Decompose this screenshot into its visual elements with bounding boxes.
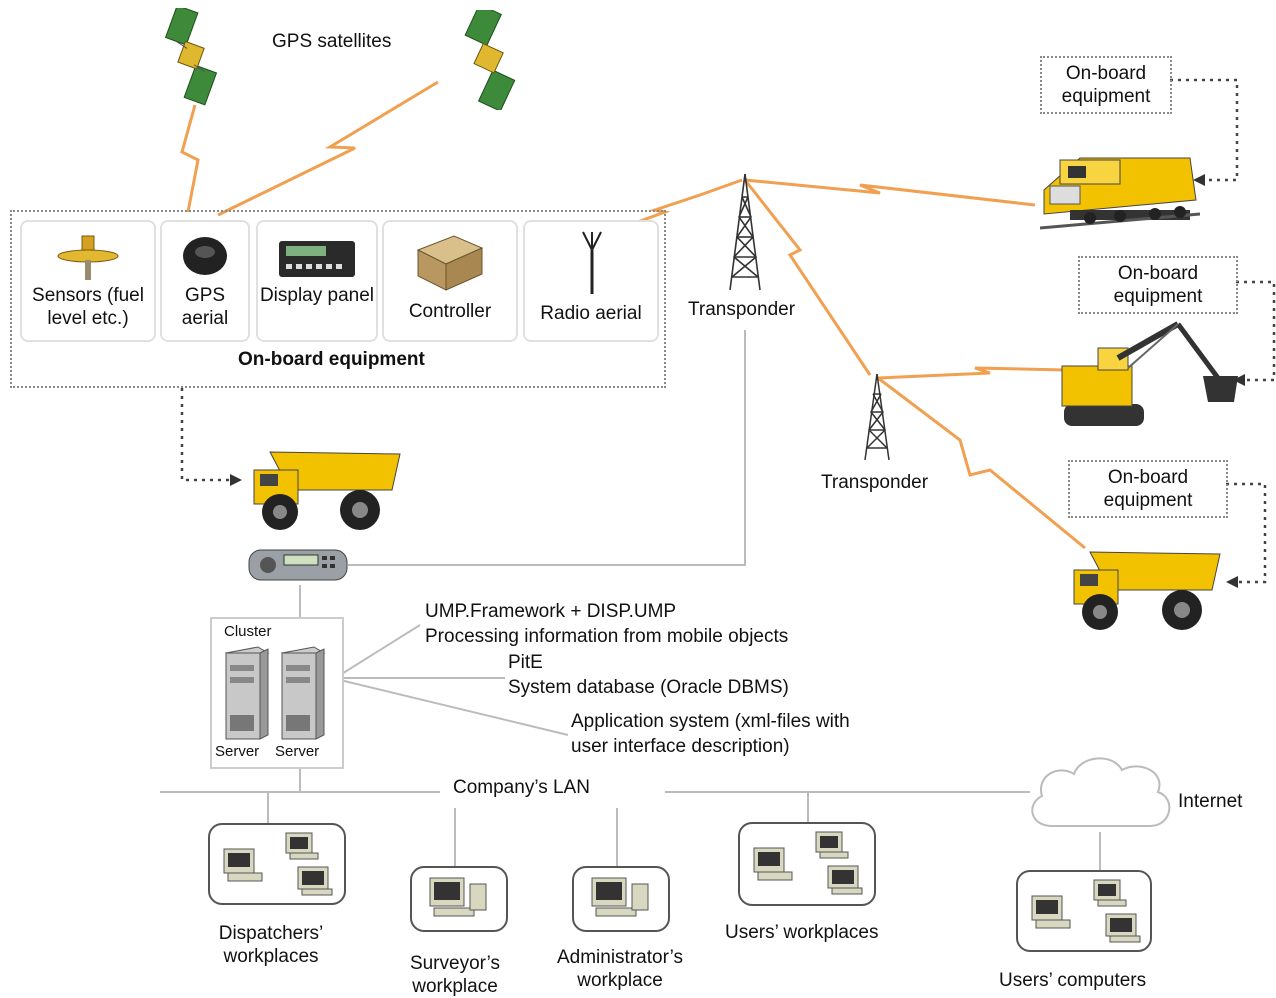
- cluster-box: Cluster Server Server: [210, 617, 344, 769]
- display-panel-icon: [279, 241, 355, 277]
- radio-modem-icon: [248, 549, 348, 581]
- sensors-label: Sensors (fuel level etc.): [32, 285, 144, 329]
- mining-truck-icon: [1073, 551, 1221, 630]
- display-panel-label: Display panel: [259, 285, 375, 306]
- controller-box: Controller: [382, 220, 518, 342]
- display-panel-box: Display panel: [256, 220, 378, 342]
- computer-icon: [223, 832, 333, 896]
- truck-onboard-label: On-board equipment: [1103, 467, 1193, 511]
- computer-icon: [1031, 879, 1141, 943]
- gps-aerial-box: GPS aerial: [160, 220, 250, 342]
- gps-aerial-label: GPS aerial: [181, 285, 229, 329]
- transponder-tower-icon: [864, 373, 890, 461]
- users-workstations: [738, 822, 876, 906]
- excavator-onboard-label: On-board equipment: [1113, 263, 1203, 307]
- transponder-tower-icon: [729, 173, 761, 291]
- mining-truck-icon: [253, 451, 401, 530]
- framework-text: UMP.Framework + DISP.UMP: [425, 601, 677, 622]
- lan-label: Company’s LAN: [453, 777, 590, 798]
- radio-aerial-label: Radio aerial: [540, 303, 642, 324]
- excavator-onboard-box: On-board equipment: [1078, 256, 1238, 314]
- users-computers-label: Users’ computers: [999, 970, 1147, 991]
- onboard-equipment-label: On-board equipment: [238, 349, 425, 370]
- train-onboard-label: On-board equipment: [1061, 63, 1151, 107]
- satellite-icon: [164, 8, 218, 106]
- satellite-icon: [464, 10, 516, 110]
- app-system-text-2: user interface description): [571, 736, 790, 757]
- transponder-label-2: Transponder: [821, 472, 929, 493]
- onboard-equipment-container: [10, 210, 666, 388]
- computer-icon: [429, 877, 487, 917]
- controller-icon: [416, 235, 484, 291]
- database-text: System database (Oracle DBMS): [508, 677, 789, 698]
- sensors-box: Sensors (fuel level etc.): [20, 220, 156, 342]
- truck-onboard-box: On-board equipment: [1068, 460, 1228, 518]
- locomotive-icon: [1040, 157, 1200, 230]
- transponder-label-1: Transponder: [688, 299, 796, 320]
- internet-label: Internet: [1178, 791, 1243, 812]
- framework-desc-text: Processing information from mobile objec…: [425, 626, 789, 647]
- excavator-icon: [1061, 321, 1238, 426]
- computer-icon: [591, 877, 649, 917]
- server-icon: [224, 646, 270, 740]
- sensor-icon: [57, 235, 119, 280]
- server-label-2: Server: [275, 743, 320, 760]
- dispatchers-label: Dispatchers’ workplaces: [218, 923, 324, 967]
- radio-aerial-box: Radio aerial: [523, 220, 659, 342]
- radio-aerial-icon: [582, 231, 602, 294]
- computer-icon: [753, 831, 863, 895]
- satellites-label: GPS satellites: [272, 31, 392, 52]
- cluster-label: Cluster: [224, 623, 272, 640]
- administrator-label: Administrator’s workplace: [556, 947, 683, 991]
- surveyor-workstation: [410, 866, 508, 932]
- cloud-icon: [1031, 757, 1171, 827]
- server-label-1: Server: [215, 743, 260, 760]
- gps-aerial-icon: [183, 237, 227, 275]
- users-workplaces-label: Users’ workplaces: [725, 922, 879, 943]
- server-icon: [280, 646, 326, 740]
- controller-label: Controller: [408, 301, 492, 322]
- pite-text: PitE: [508, 652, 543, 673]
- surveyor-label: Surveyor’s workplace: [409, 953, 501, 997]
- dispatchers-workstations: [208, 823, 346, 905]
- users-computers: [1016, 870, 1152, 952]
- train-onboard-box: On-board equipment: [1040, 56, 1172, 114]
- app-system-text: Application system (xml-files with: [571, 711, 850, 732]
- administrator-workstation: [572, 866, 670, 932]
- radio-links: [180, 80, 1086, 550]
